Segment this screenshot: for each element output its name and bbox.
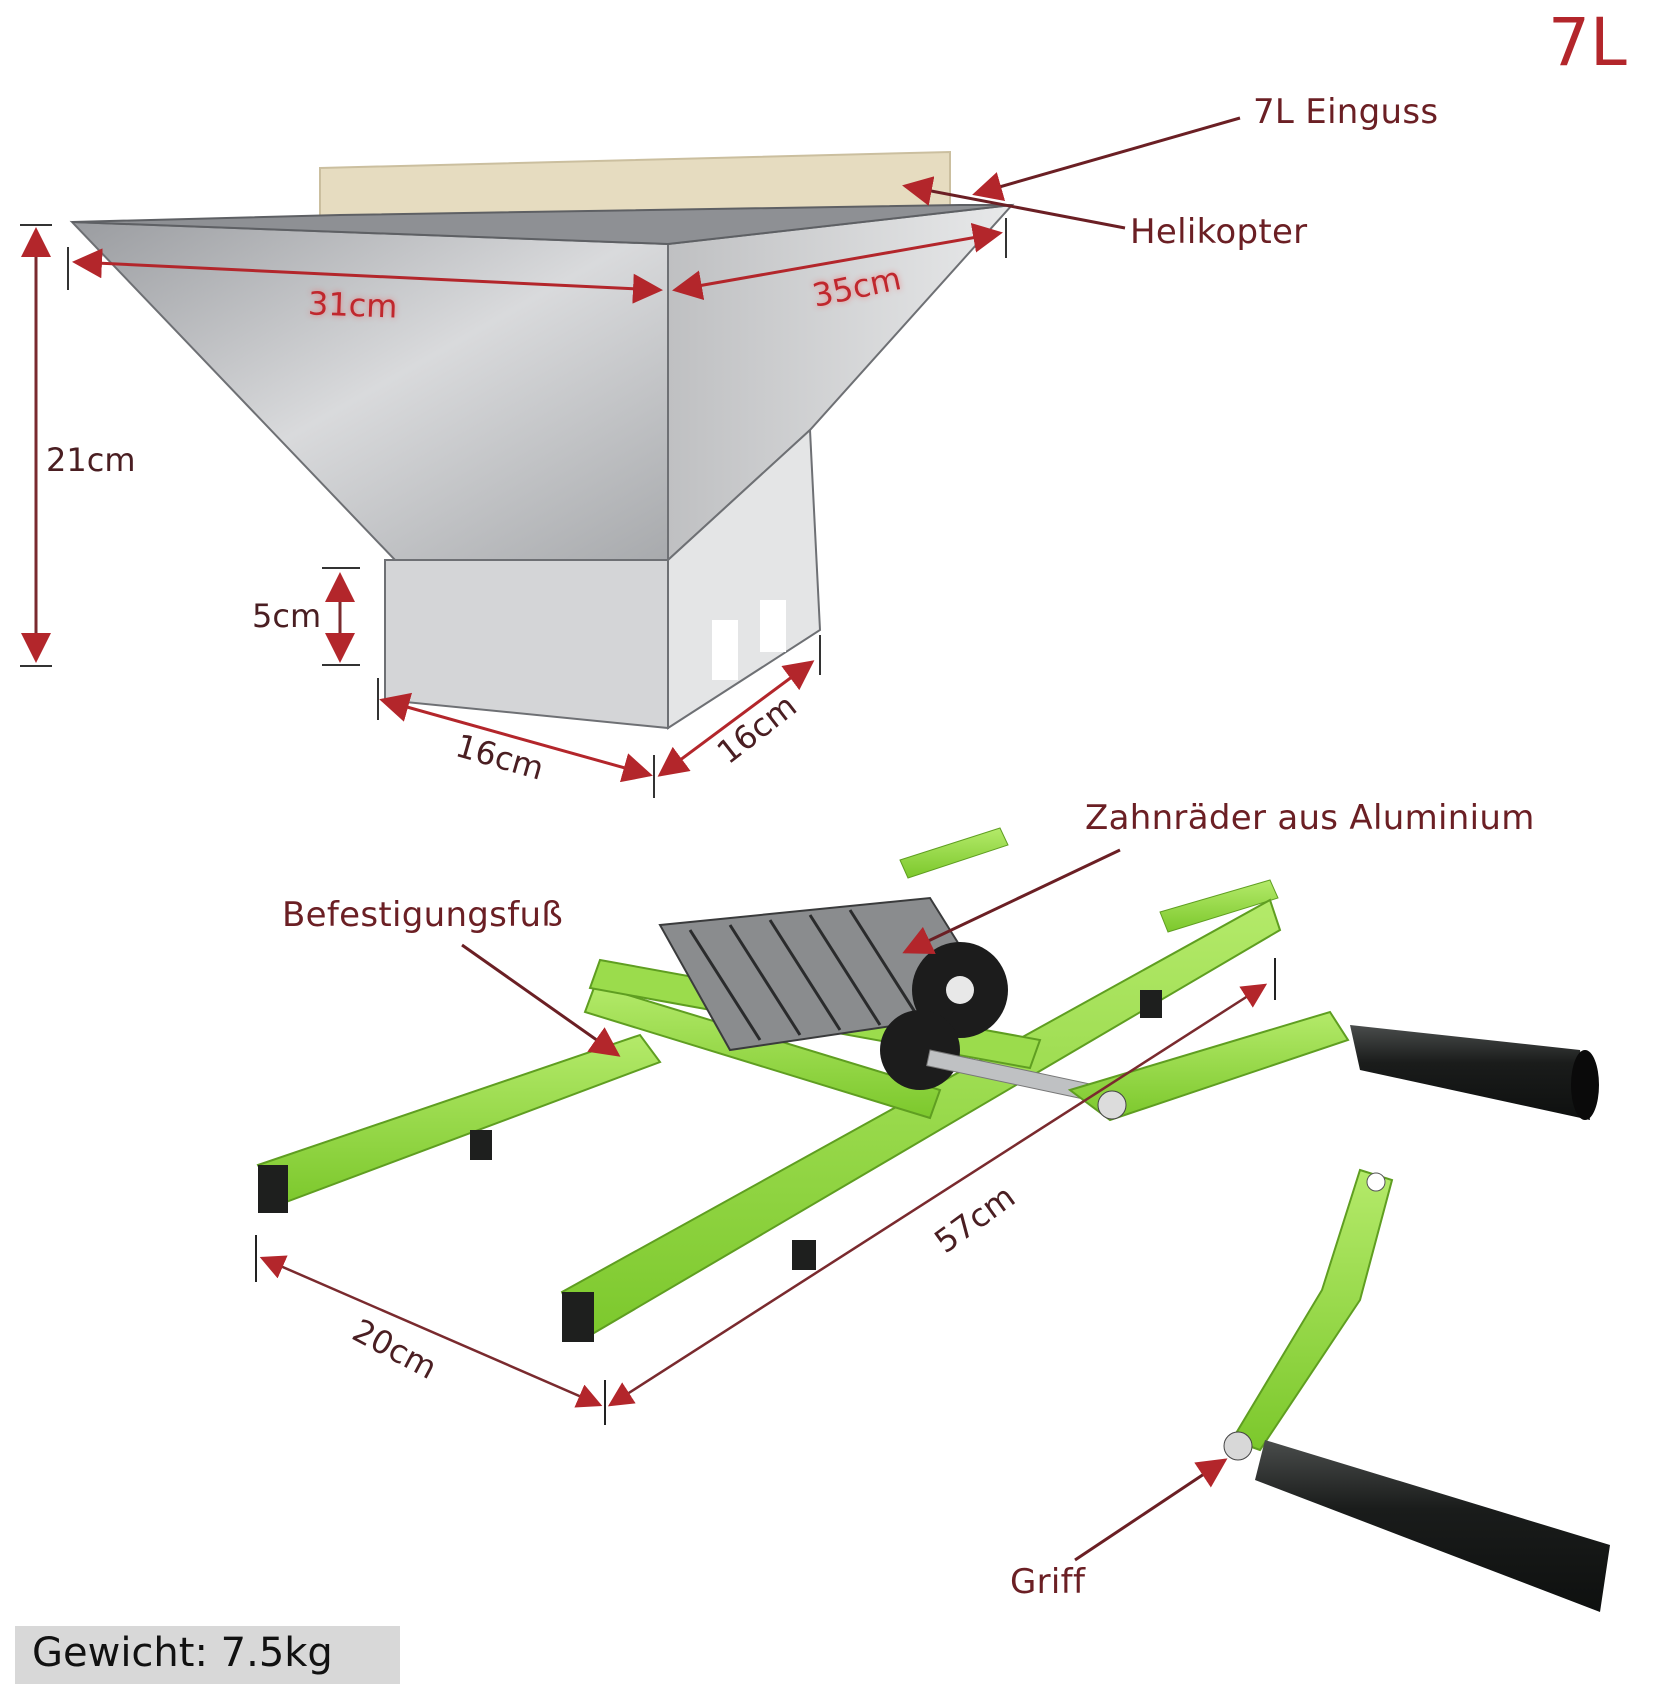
- dim-top-length: 31cm: [307, 284, 399, 326]
- hopper-leader-lines: [902, 116, 1241, 230]
- hopper: [69, 150, 1015, 730]
- dim-outlet-height: 5cm: [252, 597, 322, 635]
- capacity-badge: 7L: [1548, 4, 1627, 81]
- frame-tick-marks: [255, 958, 1276, 1425]
- dim-height: 21cm: [46, 441, 136, 479]
- hopper-tick-marks: [20, 218, 1007, 798]
- hopper-dimension-lines: [21, 222, 1003, 783]
- weight-badge: [15, 1626, 400, 1684]
- frame-dimension-lines: [259, 983, 1268, 1408]
- label-gears: Zahnräder aus Aluminium: [1085, 798, 1535, 838]
- label-mounting-foot: Befestigungsfuß: [282, 895, 564, 935]
- spare-crank-handle: [1223, 1168, 1610, 1612]
- weight-text: Gewicht: 7.5kg: [32, 1630, 333, 1676]
- label-inlet: 7L Einguss: [1253, 92, 1439, 132]
- label-handle: Griff: [1010, 1562, 1086, 1602]
- crusher-leader-lines: [461, 848, 1228, 1562]
- label-helicopter: Helikopter: [1130, 212, 1308, 252]
